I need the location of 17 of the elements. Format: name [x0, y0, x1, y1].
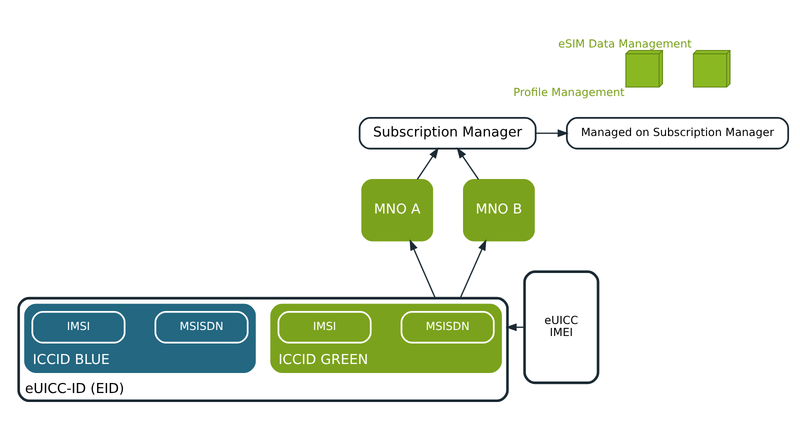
node-label: eSIM Data Management [558, 36, 692, 50]
node-box: MNO A [361, 178, 434, 241]
node-box: Subscription Manager [358, 116, 537, 149]
node-box: Managed on Subscription Manager [566, 116, 790, 149]
arrow [456, 146, 480, 180]
node-box: MSISDN [154, 310, 249, 343]
node-box: IMSI [31, 310, 126, 343]
node-box: eUICC IMEI [523, 270, 600, 384]
node-box: MNO B [463, 178, 535, 241]
node-box: IMSI [278, 310, 372, 343]
arrow [410, 238, 436, 298]
arrow [460, 238, 486, 298]
node-label: Profile Management [513, 86, 625, 99]
arrow [506, 322, 524, 331]
node-box: MSISDN [400, 310, 495, 343]
arrow [536, 128, 569, 137]
arrow [416, 146, 439, 180]
